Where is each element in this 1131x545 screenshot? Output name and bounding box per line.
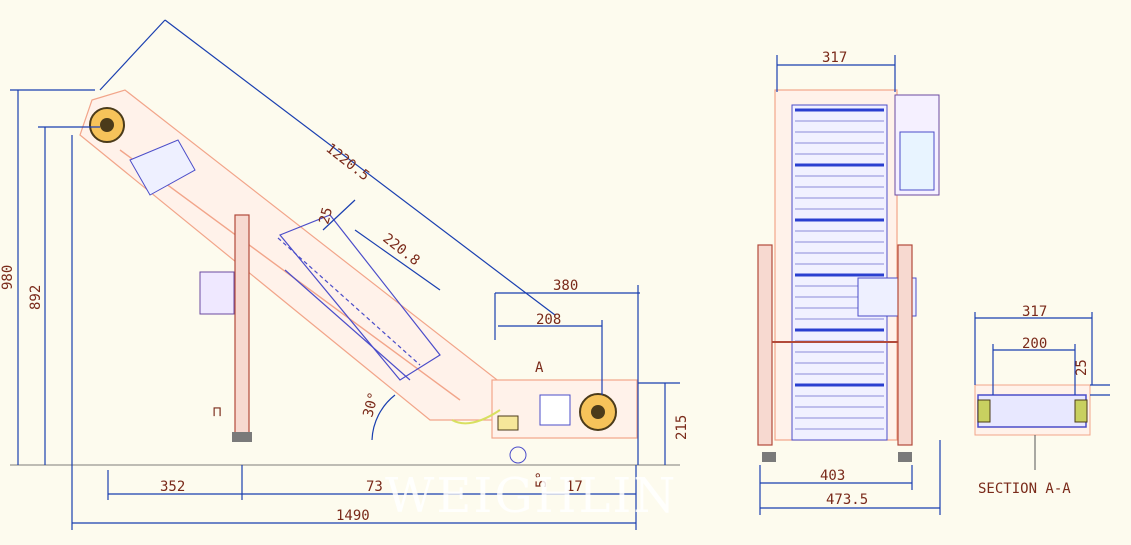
watermark: WEIGHLIN bbox=[385, 468, 677, 524]
dim-25: 25 bbox=[316, 206, 336, 226]
dim-200: 200 bbox=[1022, 336, 1047, 352]
dim-980: 980 bbox=[0, 265, 16, 290]
end-foot-left bbox=[762, 452, 776, 462]
small-mark: ⊓ bbox=[213, 404, 221, 420]
post-foot bbox=[232, 432, 252, 442]
section-roller-right bbox=[1074, 399, 1088, 423]
end-foot-right bbox=[898, 452, 912, 462]
dim-17: 17 bbox=[566, 479, 583, 495]
dim-317-end: 317 bbox=[822, 50, 847, 66]
dim-352: 352 bbox=[160, 479, 185, 495]
belt-window bbox=[279, 214, 441, 381]
dim-403: 403 bbox=[820, 468, 845, 484]
dim-380: 380 bbox=[553, 278, 578, 294]
section-roller-left bbox=[977, 399, 991, 423]
dim-317-sec: 317 bbox=[1022, 304, 1047, 320]
incline-frame bbox=[79, 89, 511, 421]
dim-220: 220.8 bbox=[380, 231, 423, 270]
control-box bbox=[199, 271, 235, 315]
support-post bbox=[234, 214, 250, 434]
top-guard-box bbox=[129, 139, 196, 196]
dim-215: 215 bbox=[674, 415, 690, 440]
tilt-mark: 5° bbox=[534, 471, 550, 488]
head-pulley-hub bbox=[591, 405, 605, 419]
end-view: 317 403 473.5 bbox=[757, 50, 941, 515]
dim-892: 892 bbox=[28, 285, 44, 310]
belt-chain bbox=[277, 237, 421, 366]
ext-incline-top bbox=[99, 19, 166, 91]
dim-73: 73 bbox=[366, 479, 383, 495]
head-motor bbox=[539, 394, 571, 426]
belt-strip bbox=[284, 269, 411, 381]
end-motor bbox=[899, 131, 935, 191]
dim-1220: 1220.5 bbox=[323, 141, 373, 185]
dimline-1220 bbox=[164, 19, 556, 316]
dim-208: 208 bbox=[536, 312, 561, 328]
side-view: 980 892 1220.5 25 220.8 380 208 215 30° … bbox=[0, 19, 690, 530]
end-belt bbox=[791, 104, 888, 441]
drive-unit bbox=[497, 415, 519, 431]
section-title: SECTION A-A bbox=[978, 481, 1071, 497]
section-marker-top: A bbox=[535, 360, 544, 376]
dim-25-sec: 25 bbox=[1074, 359, 1090, 376]
wheel bbox=[509, 446, 527, 464]
angle-arc bbox=[371, 394, 396, 441]
top-pulley-hub bbox=[100, 118, 114, 132]
end-post-right bbox=[897, 244, 913, 446]
section-belt bbox=[977, 394, 1087, 428]
dim-angle: 30° bbox=[360, 390, 382, 419]
dimline-220 bbox=[354, 229, 441, 291]
end-post-left bbox=[757, 244, 773, 446]
dim-1490: 1490 bbox=[336, 508, 370, 524]
section-view: 317 200 25 SECTION A-A bbox=[974, 304, 1110, 497]
dimline-25 bbox=[322, 199, 356, 231]
dim-473: 473.5 bbox=[826, 492, 868, 508]
end-slats bbox=[795, 108, 884, 430]
guide-curve bbox=[451, 409, 501, 425]
